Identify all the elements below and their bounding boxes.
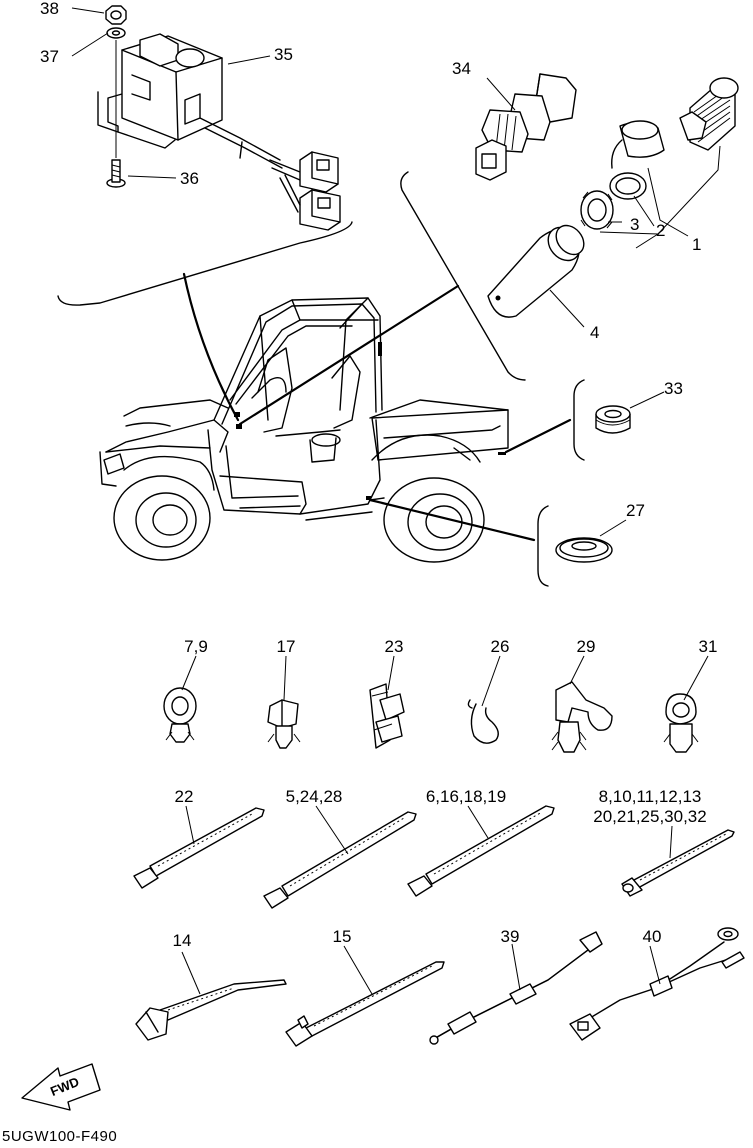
callout-26: 26 xyxy=(490,637,510,656)
callout-29: 29 xyxy=(576,637,596,656)
callout-40: 40 xyxy=(642,927,662,946)
callout-20-21-25-30-32: 20,21,25,30,32 xyxy=(593,807,707,826)
vehicle-utv xyxy=(99,297,509,563)
clamp-31 xyxy=(663,693,699,753)
callout-34: 34 xyxy=(452,59,471,78)
callout-6-16-18-19: 6,16,18,19 xyxy=(425,787,507,806)
callout-15: 15 xyxy=(332,927,352,946)
callout-14: 14 xyxy=(172,931,192,950)
washer-37 xyxy=(106,27,126,39)
clamp-23 xyxy=(369,683,405,749)
callout-17: 17 xyxy=(276,637,296,656)
callout-27: 27 xyxy=(626,501,645,520)
grommet-33 xyxy=(573,379,631,461)
bolt-36 xyxy=(106,159,126,188)
clamp-29 xyxy=(551,681,613,753)
callout-3: 3 xyxy=(630,215,640,234)
relay-assembly-35 xyxy=(97,33,341,231)
cable-tie-5-24-28 xyxy=(263,811,417,909)
socket-cap-2 xyxy=(609,120,665,200)
callout-39: 39 xyxy=(500,927,520,946)
lead-wire-40 xyxy=(569,927,745,1041)
clamp-17 xyxy=(267,699,301,749)
cable-tie-22 xyxy=(133,807,265,889)
callout-5-24-28: 5,24,28 xyxy=(285,787,343,806)
socket-body-1 xyxy=(679,77,739,151)
callout-23: 23 xyxy=(384,637,404,656)
callout-4: 4 xyxy=(590,323,600,342)
callout-36: 36 xyxy=(180,169,199,188)
callout-33: 33 xyxy=(664,379,683,398)
grommet-27 xyxy=(537,505,613,587)
diagram-code: 5UGW100-F490 xyxy=(2,1128,118,1145)
clamp-7-9 xyxy=(163,687,197,743)
fwd-arrow-icon xyxy=(21,1063,101,1111)
callout-1: 1 xyxy=(692,235,702,254)
cable-tie-15 xyxy=(285,961,445,1047)
switch-34 xyxy=(475,73,577,181)
callout-35: 35 xyxy=(274,45,293,64)
nut-38 xyxy=(105,5,127,25)
nut-3 xyxy=(580,190,614,230)
cover-4 xyxy=(487,224,585,318)
callout-7-9: 7,9 xyxy=(184,637,208,656)
callout-31: 31 xyxy=(698,637,718,656)
callout-37: 37 xyxy=(40,47,59,66)
callout-38: 38 xyxy=(40,0,59,18)
cable-tie-6-16-18-19 xyxy=(407,805,555,897)
lead-wire-39 xyxy=(429,931,603,1045)
callout-22: 22 xyxy=(174,787,194,806)
callout-8-10-11-12-13: 8,10,11,12,13 xyxy=(598,787,702,806)
cable-tie-8-10-11-12-13 xyxy=(621,829,735,897)
callout-2: 2 xyxy=(656,221,666,240)
cable-tie-14 xyxy=(135,979,287,1041)
clip-26 xyxy=(467,699,499,744)
